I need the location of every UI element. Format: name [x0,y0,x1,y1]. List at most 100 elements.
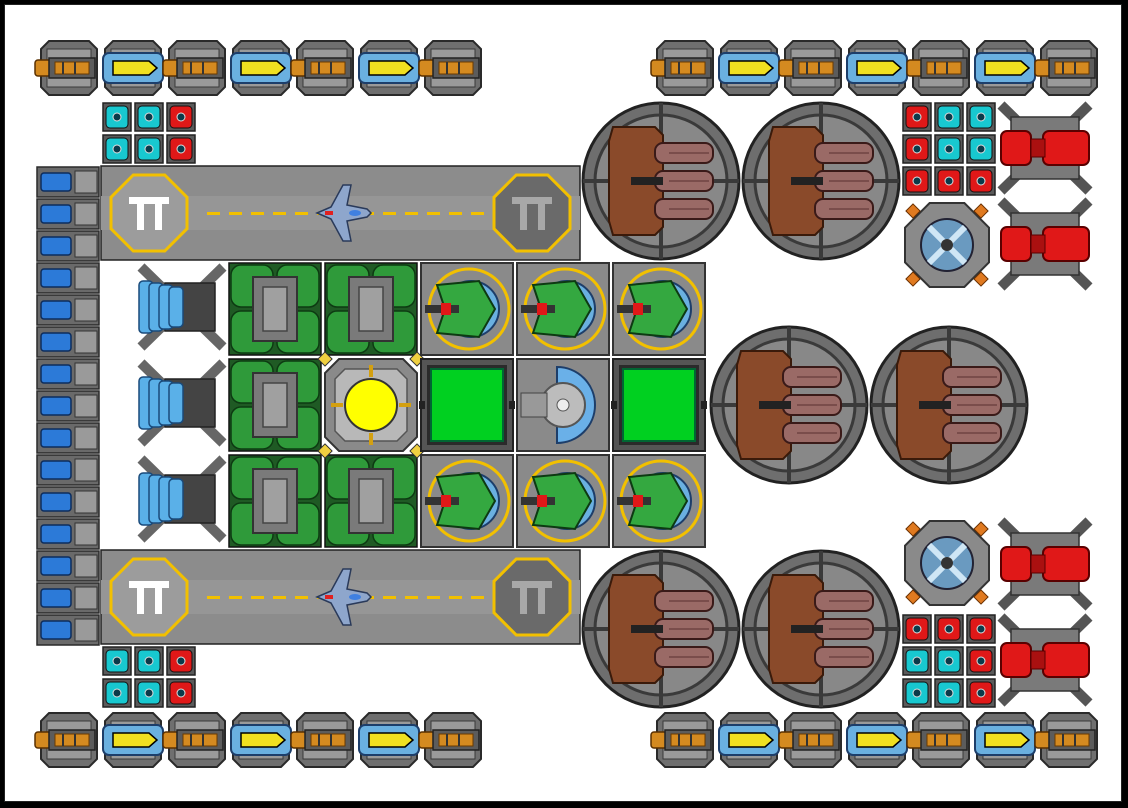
hangar-pad-icon [109,557,189,637]
cyan-node-icon [102,134,132,164]
blue-thruster-icon [137,455,227,543]
cyan-node-icon [966,102,996,132]
large-turret-icon[interactable] [581,101,741,261]
armor-block-icon [36,486,100,518]
orange-launcher-icon[interactable] [34,712,98,768]
orange-launcher-icon[interactable] [778,712,842,768]
cyan-node-icon [934,646,964,676]
orange-launcher-icon[interactable] [418,712,482,768]
blue-launcher-icon[interactable] [102,40,164,96]
armor-block-icon [36,358,100,390]
green-gun-icon[interactable] [612,262,706,356]
armor-block-icon [36,326,100,358]
cockpit-dome-icon[interactable] [516,358,610,452]
red-node-icon [902,166,932,196]
green-gun-icon[interactable] [516,454,610,548]
large-turret-icon[interactable] [581,549,741,709]
green-gun-icon[interactable] [612,454,706,548]
blue-launcher-icon[interactable] [974,40,1036,96]
armor-block-icon [36,422,100,454]
cyan-node-icon [102,678,132,708]
ship-blueprint-frame [4,4,1122,802]
cyan-node-icon [966,134,996,164]
large-turret-icon[interactable] [869,325,1029,485]
red-node-icon [966,166,996,196]
red-cannon-icon[interactable] [997,517,1093,611]
orange-launcher-icon[interactable] [650,40,714,96]
orange-launcher-icon[interactable] [650,712,714,768]
red-node-icon [902,134,932,164]
red-node-icon [902,614,932,644]
green-tank-icon [324,454,418,548]
red-node-icon [966,614,996,644]
blue-launcher-icon[interactable] [358,712,420,768]
orange-launcher-icon[interactable] [290,712,354,768]
green-gun-icon[interactable] [516,262,610,356]
hangar-pad-icon [492,173,572,253]
green-tank-icon [324,262,418,356]
orange-launcher-icon[interactable] [162,712,226,768]
armor-block-icon [36,198,100,230]
hangar-pad-icon [109,173,189,253]
blue-launcher-icon[interactable] [718,40,780,96]
blue-launcher-icon[interactable] [974,712,1036,768]
reactor-core-icon[interactable] [317,351,425,459]
blue-launcher-icon[interactable] [846,40,908,96]
armor-block-icon [36,294,100,326]
cyan-node-icon [934,134,964,164]
ship-layout[interactable] [5,5,1123,803]
cyan-node-icon [134,646,164,676]
orange-launcher-icon[interactable] [162,40,226,96]
blue-launcher-icon[interactable] [358,40,420,96]
orange-launcher-icon[interactable] [778,40,842,96]
blue-launcher-icon[interactable] [230,40,292,96]
shield-generator-icon[interactable] [904,520,990,606]
armor-block-icon [36,262,100,294]
armor-block-icon [36,614,100,646]
large-turret-icon[interactable] [741,549,901,709]
orange-launcher-icon[interactable] [1034,40,1098,96]
blue-launcher-icon[interactable] [230,712,292,768]
armor-block-icon [36,230,100,262]
red-node-icon [966,646,996,676]
cyan-node-icon [902,678,932,708]
green-screen-icon [611,358,707,452]
green-screen-icon [419,358,515,452]
cyan-node-icon [134,102,164,132]
red-node-icon [934,166,964,196]
red-cannon-icon[interactable] [997,197,1093,291]
orange-launcher-icon[interactable] [1034,712,1098,768]
orange-launcher-icon[interactable] [34,40,98,96]
blue-launcher-icon[interactable] [718,712,780,768]
armor-block-icon [36,454,100,486]
armor-block-icon [36,582,100,614]
red-node-icon [166,646,196,676]
shield-generator-icon[interactable] [904,202,990,288]
green-gun-icon[interactable] [420,454,514,548]
orange-launcher-icon[interactable] [290,40,354,96]
large-turret-icon[interactable] [741,101,901,261]
cyan-node-icon [934,678,964,708]
orange-launcher-icon[interactable] [906,712,970,768]
blue-thruster-icon [137,263,227,351]
blue-launcher-icon[interactable] [102,712,164,768]
fighter-ship-icon [315,184,373,242]
large-turret-icon[interactable] [709,325,869,485]
blue-launcher-icon[interactable] [846,712,908,768]
red-node-icon [966,678,996,708]
cyan-node-icon [102,646,132,676]
cyan-node-icon [134,678,164,708]
green-tank-icon [228,358,322,452]
orange-launcher-icon[interactable] [906,40,970,96]
green-gun-icon[interactable] [420,262,514,356]
orange-launcher-icon[interactable] [418,40,482,96]
red-cannon-icon[interactable] [997,101,1093,195]
green-tank-icon [228,454,322,548]
armor-block-icon [36,390,100,422]
fighter-ship-icon [315,568,373,626]
cyan-node-icon [934,102,964,132]
cyan-node-icon [902,646,932,676]
red-cannon-icon[interactable] [997,613,1093,707]
armor-block-icon [36,166,100,198]
